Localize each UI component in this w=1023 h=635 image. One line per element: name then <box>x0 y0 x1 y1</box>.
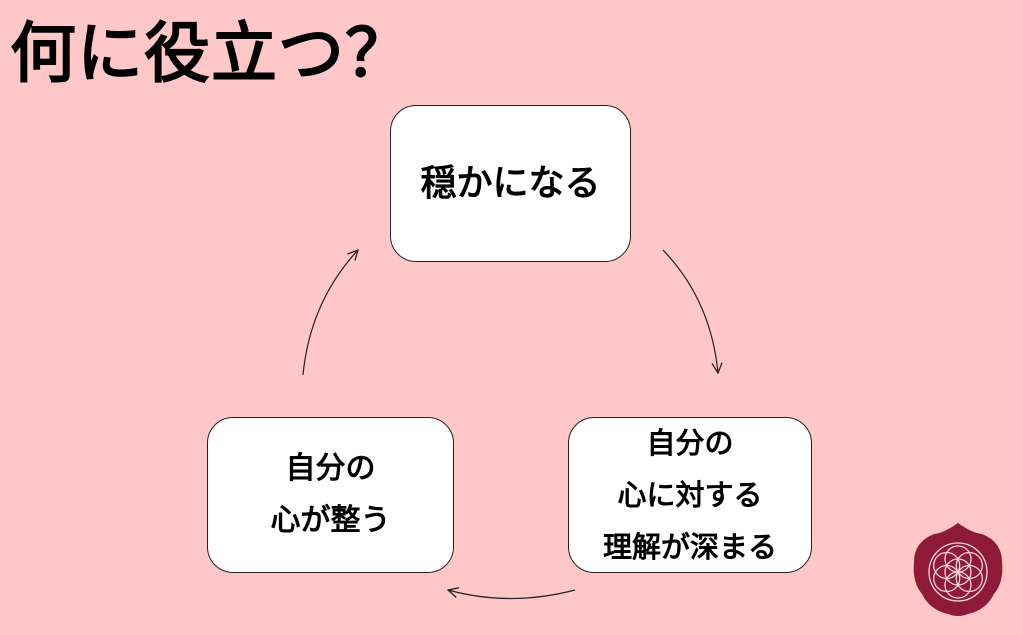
cycle-node-calm: 穏かになる <box>390 105 631 262</box>
slide-title: 何に役立つ？ <box>10 15 412 92</box>
node-text-line: 心に対する <box>617 478 763 512</box>
logo-outer-shape <box>913 523 1003 616</box>
flower-of-life-icon <box>913 523 1003 616</box>
node-text-line: 心が整う <box>270 503 391 538</box>
node-text-line: 穏かになる <box>420 162 601 204</box>
node-text-line: 自分の <box>646 426 734 460</box>
node-text-line: 自分の <box>285 451 376 486</box>
arrow-balanced-to-calm <box>302 250 358 376</box>
cycle-node-balanced: 自分の 心が整う <box>207 417 454 573</box>
arrow-calm-to-understanding <box>662 249 718 373</box>
logo-pattern <box>928 542 988 602</box>
cycle-node-understanding: 自分の 心に対する 理解が深まる <box>568 417 812 573</box>
arrow-understanding-to-balanced <box>448 590 576 600</box>
node-text-line: 理解が深まる <box>602 530 777 564</box>
